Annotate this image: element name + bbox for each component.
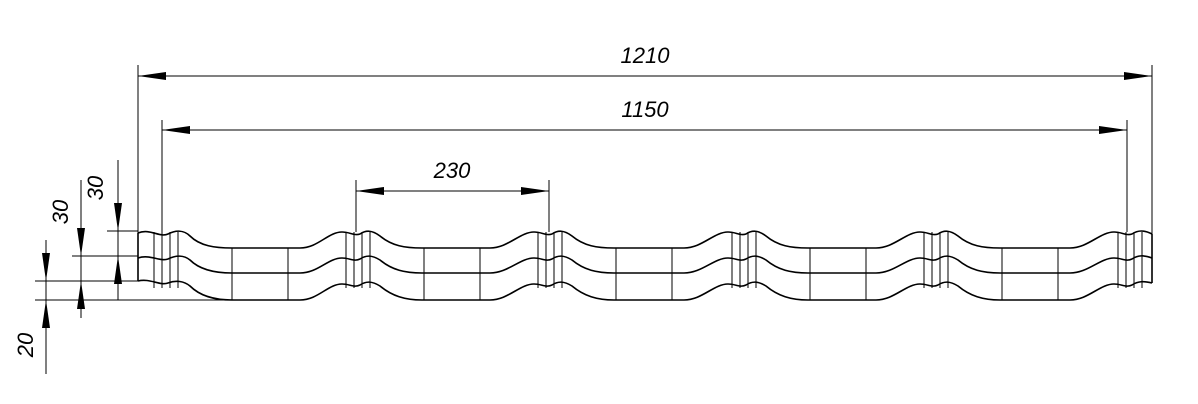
dimension-label-effective-width: 1150 — [621, 97, 669, 122]
profile-bottom-edge — [137, 279, 1153, 301]
dimension-label-bottom-offset: 20 — [13, 332, 38, 358]
dimension-step-height-a: 30 — [48, 180, 85, 318]
profile-top-edge — [137, 230, 1153, 249]
profile-middle-line — [137, 255, 1153, 274]
dimension-wave-pitch: 230 — [355, 158, 550, 232]
vertical-extension-lines — [35, 230, 232, 301]
dimension-overall-width: 1210 — [137, 43, 1153, 234]
dimension-label-overall-width: 1210 — [621, 43, 671, 68]
profile-section-lines — [153, 232, 1143, 300]
dimension-label-step-height-b: 30 — [83, 175, 108, 200]
dimension-effective-width: 1150 — [161, 97, 1128, 232]
dimension-step-height-b: 30 — [83, 160, 122, 300]
dimension-label-wave-pitch: 230 — [433, 158, 471, 183]
profile-outline — [137, 230, 1153, 301]
dimension-label-step-height-a: 30 — [48, 199, 73, 224]
dimension-bottom-offset: 20 — [13, 240, 50, 374]
